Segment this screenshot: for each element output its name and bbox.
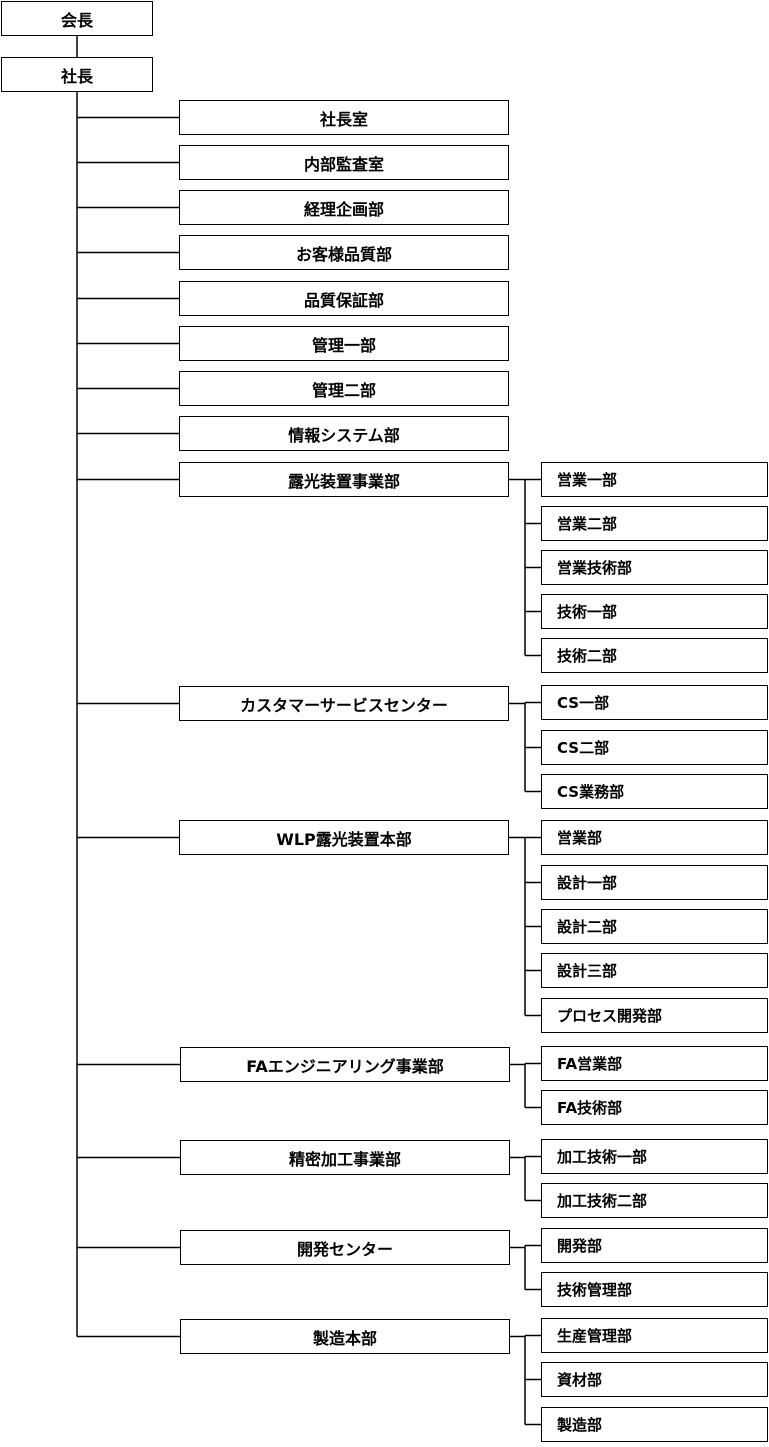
sub-dept-label: 設計二部 — [557, 918, 618, 936]
sub-dept-box: 製造部 — [541, 1407, 768, 1442]
sub-dept-label: CS業務部 — [557, 783, 625, 801]
dept-label: 品質保証部 — [303, 290, 384, 310]
sub-dept-box: CS業務部 — [541, 774, 768, 809]
dept-box: 内部監査室 — [179, 145, 509, 180]
dept-box: 管理二部 — [179, 371, 509, 406]
sub-dept-box: 開発部 — [541, 1228, 768, 1263]
sub-dept-label: 営業一部 — [557, 471, 618, 489]
sub-dept-label: プロセス開発部 — [557, 1007, 663, 1025]
dept-label: 管理二部 — [311, 380, 376, 400]
sub-dept-label: 生産管理部 — [557, 1327, 633, 1345]
sub-dept-label: 営業技術部 — [557, 559, 633, 577]
sub-dept-box: CS一部 — [541, 685, 768, 720]
sub-dept-label: 設計三部 — [557, 962, 618, 980]
sub-dept-label: 設計一部 — [557, 874, 618, 892]
sub-dept-label: CS一部 — [557, 694, 610, 712]
sub-dept-label: 加工技術一部 — [557, 1148, 648, 1166]
president-label: 社長 — [60, 66, 93, 86]
sub-dept-box: 資材部 — [541, 1362, 768, 1397]
dept-box: 経理企画部 — [179, 190, 509, 225]
dept-label: お客様品質部 — [295, 244, 392, 264]
dept-label: 内部監査室 — [303, 154, 384, 174]
dept-box: 精密加工事業部 — [180, 1140, 510, 1175]
sub-dept-box: 加工技術二部 — [541, 1183, 768, 1218]
sub-dept-label: 製造部 — [557, 1416, 603, 1434]
sub-dept-box: 営業一部 — [541, 462, 768, 497]
sub-dept-label: 営業部 — [557, 829, 603, 847]
dept-label: 露光装置事業部 — [287, 471, 400, 491]
dept-box: WLP露光装置本部 — [179, 820, 509, 855]
sub-dept-box: FA営業部 — [541, 1046, 768, 1081]
sub-dept-label: 資材部 — [557, 1371, 603, 1389]
dept-label: 管理一部 — [311, 335, 376, 355]
dept-box: お客様品質部 — [179, 235, 509, 270]
dept-label: 開発センター — [296, 1239, 393, 1259]
sub-dept-label: 営業二部 — [557, 515, 618, 533]
dept-label: 社長室 — [319, 109, 368, 129]
sub-dept-label: FA営業部 — [557, 1055, 623, 1073]
chairman-box: 会長 — [1, 1, 153, 36]
sub-dept-box: 生産管理部 — [541, 1318, 768, 1353]
sub-dept-label: 加工技術二部 — [557, 1192, 648, 1210]
sub-dept-box: 設計一部 — [541, 865, 768, 900]
sub-dept-label: 開発部 — [557, 1237, 603, 1255]
sub-dept-label: 技術一部 — [557, 603, 618, 621]
dept-box: 管理一部 — [179, 326, 509, 361]
sub-dept-box: 技術管理部 — [541, 1272, 768, 1307]
dept-box: 開発センター — [180, 1230, 510, 1265]
sub-dept-box: 設計二部 — [541, 909, 768, 944]
sub-dept-box: 営業部 — [541, 820, 768, 855]
sub-dept-box: 技術二部 — [541, 638, 768, 673]
dept-box: FAエンジニアリング事業部 — [180, 1047, 510, 1082]
dept-label: WLP露光装置本部 — [276, 829, 412, 849]
dept-label: カスタマーサービスセンター — [240, 695, 448, 715]
sub-dept-label: 技術二部 — [557, 647, 618, 665]
dept-label: 精密加工事業部 — [288, 1149, 401, 1169]
president-box: 社長 — [1, 57, 153, 92]
dept-label: 情報システム部 — [288, 425, 400, 445]
sub-dept-box: 技術一部 — [541, 594, 768, 629]
dept-label: 経理企画部 — [303, 199, 384, 219]
sub-dept-label: 技術管理部 — [557, 1281, 633, 1299]
dept-box: 品質保証部 — [179, 281, 509, 316]
dept-label: 製造本部 — [312, 1328, 377, 1348]
sub-dept-box: 営業技術部 — [541, 550, 768, 585]
sub-dept-box: 加工技術一部 — [541, 1139, 768, 1174]
dept-box: 情報システム部 — [179, 416, 509, 451]
dept-label: FAエンジニアリング事業部 — [246, 1056, 444, 1076]
sub-dept-box: FA技術部 — [541, 1090, 768, 1125]
dept-box: 製造本部 — [180, 1319, 510, 1354]
dept-box: 社長室 — [179, 100, 509, 135]
sub-dept-box: プロセス開発部 — [541, 998, 768, 1033]
sub-dept-label: FA技術部 — [557, 1099, 623, 1117]
sub-dept-box: 営業二部 — [541, 506, 768, 541]
sub-dept-label: CS二部 — [557, 739, 610, 757]
sub-dept-box: 設計三部 — [541, 953, 768, 988]
dept-box: カスタマーサービスセンター — [179, 686, 509, 721]
sub-dept-box: CS二部 — [541, 730, 768, 765]
dept-box: 露光装置事業部 — [179, 462, 509, 497]
chairman-label: 会長 — [60, 10, 93, 30]
